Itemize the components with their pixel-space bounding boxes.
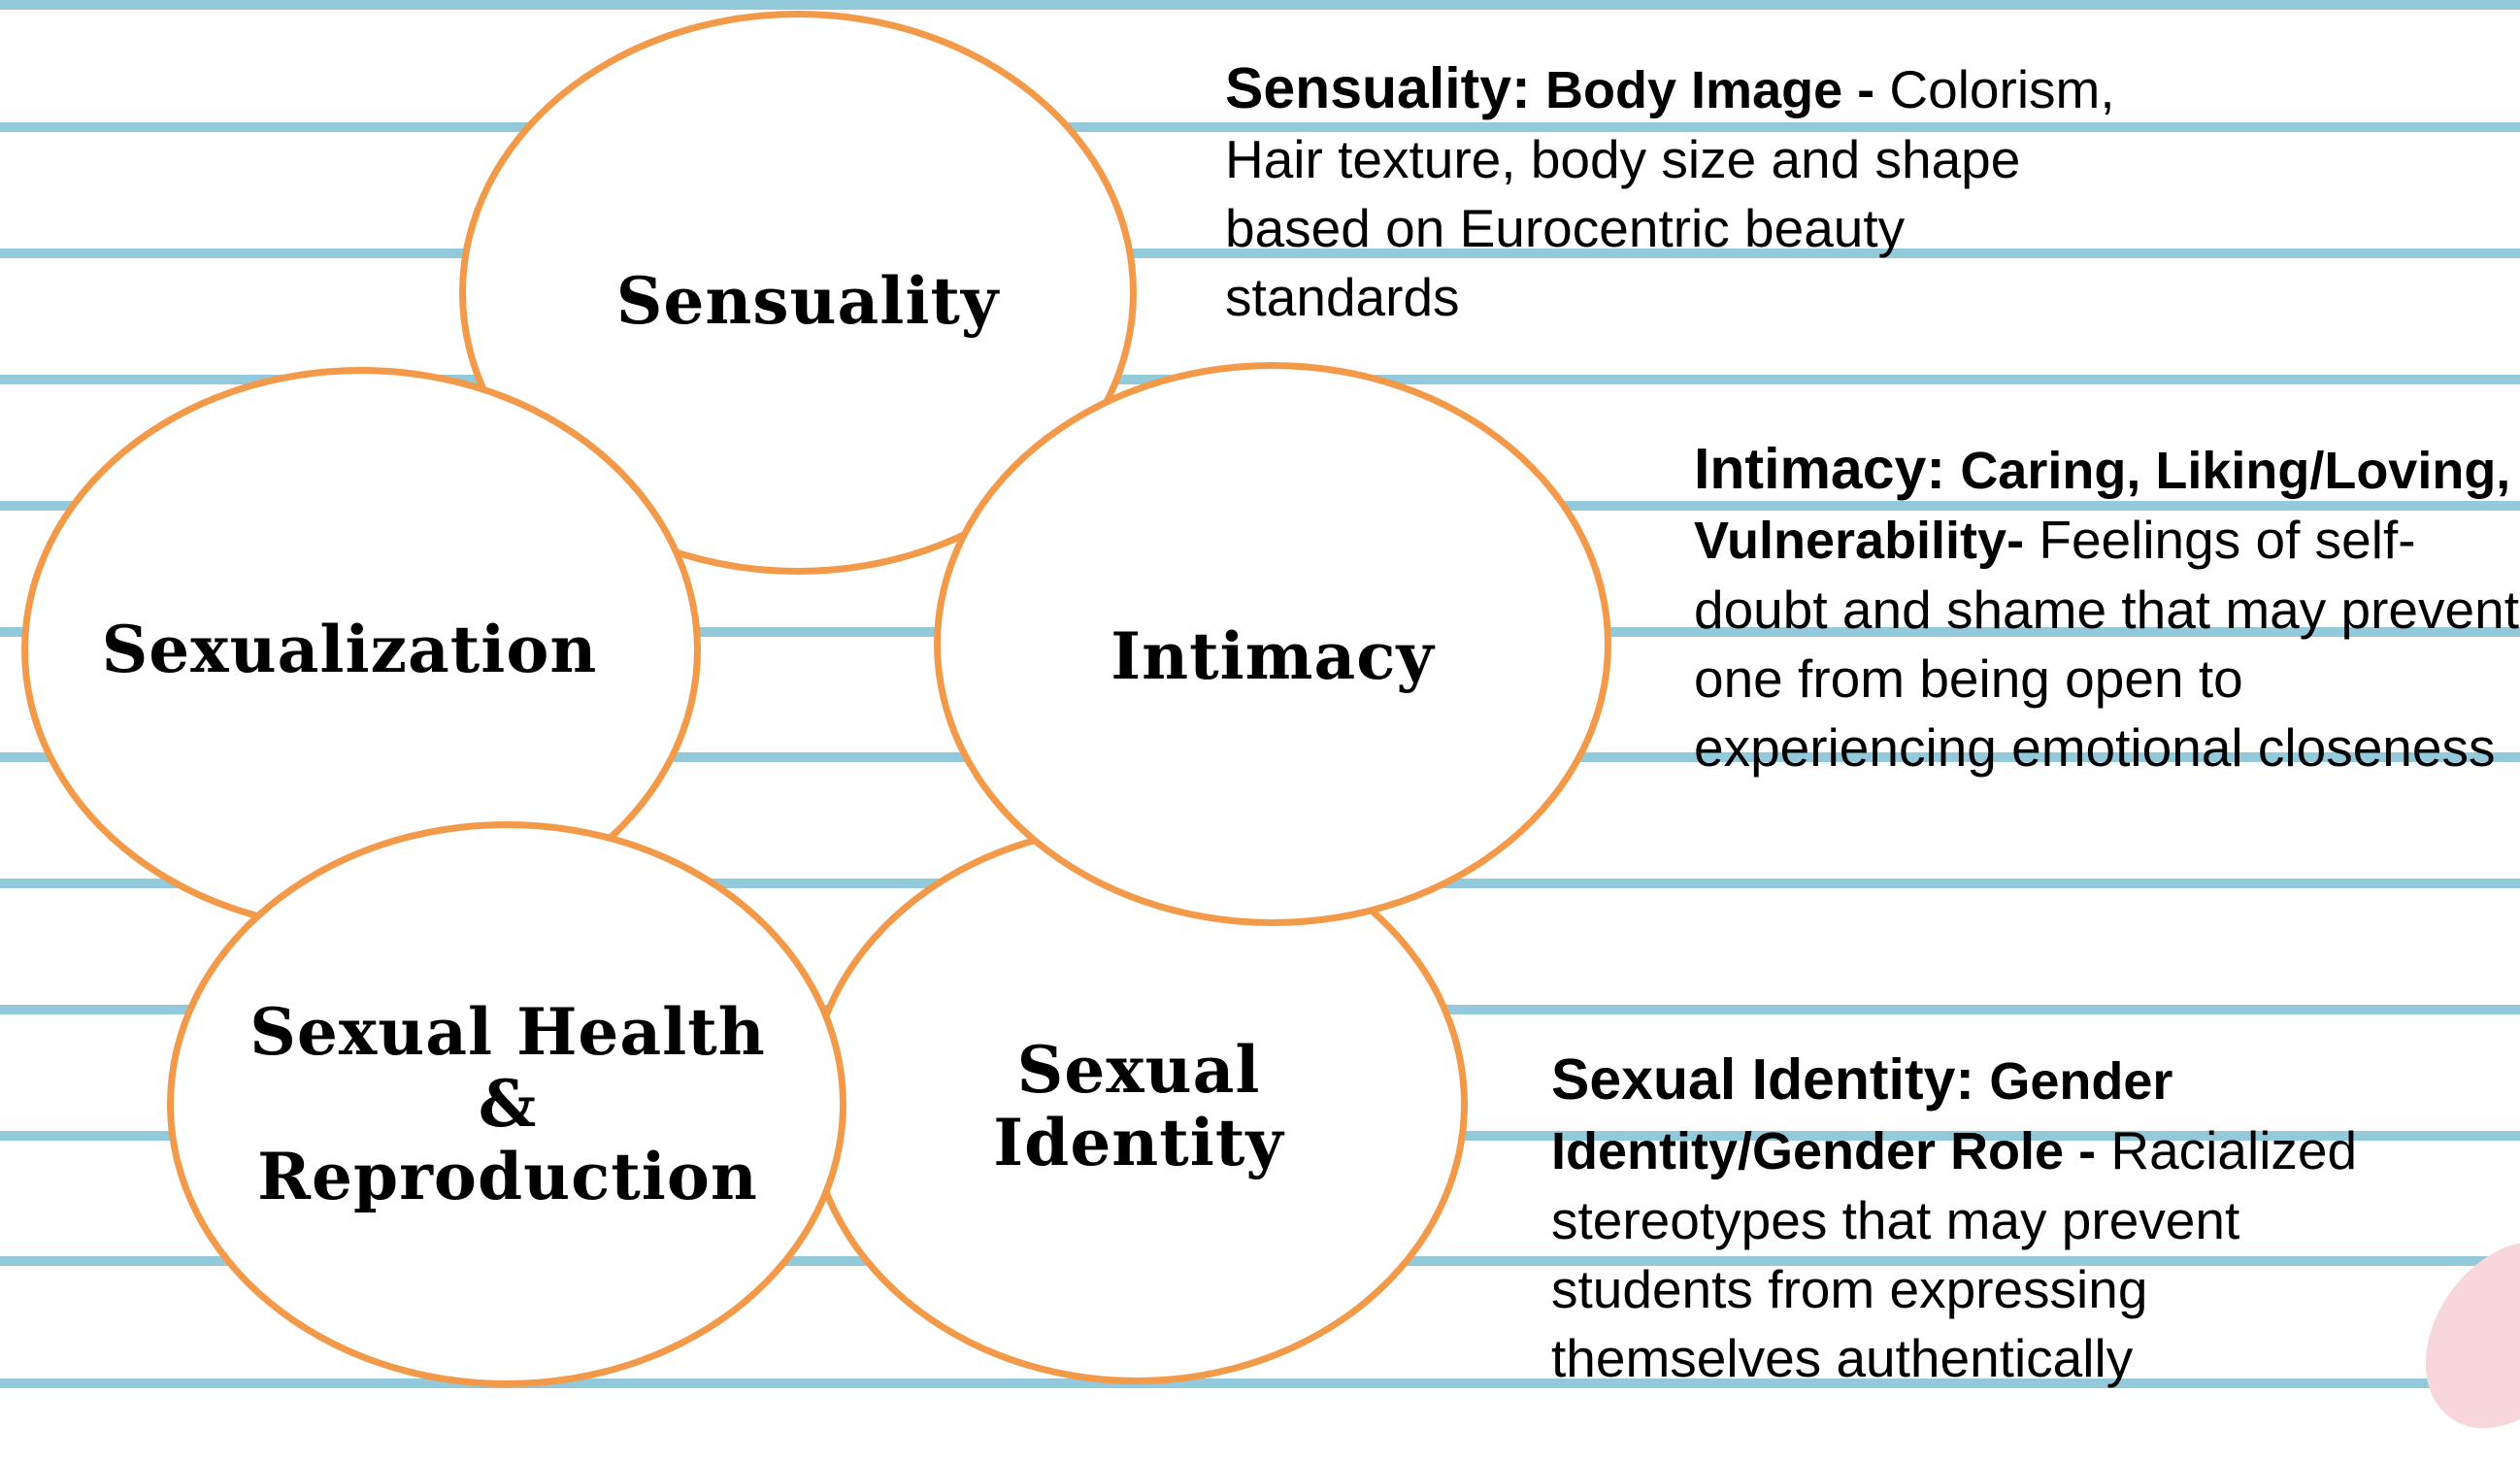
description-intimacy-subtitle: Caring, Liking/Loving, Vulnerability-	[1694, 442, 2511, 570]
circle-sensuality: Sensuality	[459, 11, 1137, 575]
description-sensuality-title: Sensuality:	[1225, 56, 1531, 120]
ruled-line	[0, 0, 2520, 10]
description-sexual-identity-title: Sexual Identity:	[1551, 1047, 1975, 1112]
circle-sexualization: Sexualization	[21, 367, 701, 933]
description-sensuality-body: Colorism, Hair texture, body size and sh…	[1225, 59, 2115, 327]
circle-label-sensuality: Sensuality	[615, 263, 1000, 340]
circle-label-sexualization: Sexualization	[101, 612, 598, 688]
description-intimacy-body: Feelings of self-doubt and shame that ma…	[1694, 510, 2519, 778]
circle-label-sexual-identity: Sexual Identity	[993, 1032, 1284, 1180]
description-intimacy-title: Intimacy:	[1694, 437, 1946, 501]
description-sensuality: Sensuality: Body Image - Colorism, Hair …	[1225, 54, 2118, 332]
description-sexual-identity-subtitle: Gender Identity/Gender Role -	[1551, 1052, 2173, 1180]
description-intimacy: Intimacy: Caring, Liking/Loving, Vulnera…	[1694, 435, 2520, 782]
description-sensuality-subtitle: Body Image -	[1545, 61, 1875, 119]
description-sexual-identity: Sexual Identity: Gender Identity/Gender …	[1551, 1046, 2386, 1393]
circle-label-intimacy: Intimacy	[1111, 618, 1435, 695]
ruled-line	[0, 1378, 2520, 1388]
circle-label-sexual-health-reproduction: Sexual Health & Reproduction	[249, 993, 766, 1214]
circle-sexual-health-reproduction: Sexual Health & Reproduction	[167, 821, 846, 1387]
ruled-line	[0, 122, 2520, 132]
ruled-line	[0, 249, 2520, 258]
circle-intimacy: Intimacy	[934, 362, 1611, 926]
description-sexual-identity-body: Racialized stereotypes that may prevent …	[1551, 1120, 2358, 1388]
